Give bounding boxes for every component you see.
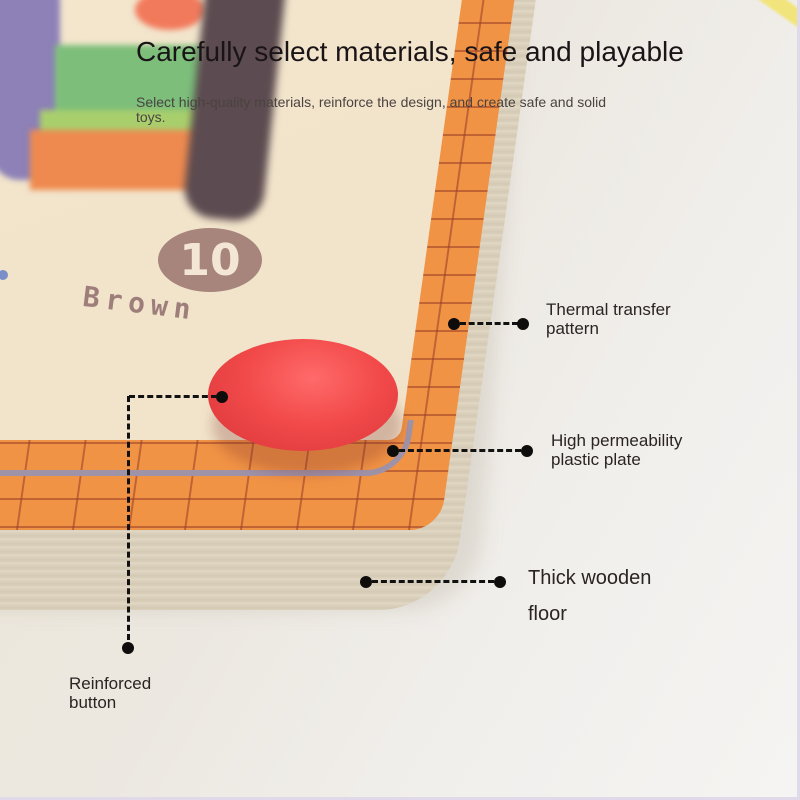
- number-badge: 10: [158, 228, 262, 292]
- callout-label: Thermal transfer pattern: [546, 300, 671, 338]
- brick-ground-graphic: [30, 130, 200, 190]
- callout-label-line1: Reinforced: [69, 674, 152, 693]
- callout-dashed-line-horizontal: [129, 395, 217, 398]
- callout-dashed-line: [460, 322, 518, 325]
- callout-label-line2: button: [69, 693, 117, 712]
- callout-label-line1: Thick wooden: [528, 567, 652, 589]
- callout-dashed-line: [399, 449, 521, 452]
- frame-edge-bottom: [0, 797, 800, 800]
- callout-start-dot: [360, 576, 372, 588]
- callout-dashed-line: [372, 580, 494, 583]
- blue-marker: [0, 270, 8, 280]
- yellow-streak: [708, 0, 800, 45]
- callout-label: High permeability plastic plate: [551, 431, 682, 469]
- callout-label: Thick wooden floor: [528, 560, 651, 632]
- callout-label-line1: High permeability: [551, 431, 683, 450]
- subheadline: Select high-quality materials, reinforce…: [136, 94, 607, 125]
- red-reinforced-button: [208, 339, 398, 451]
- callout-end-dot: [494, 576, 506, 588]
- callout-end-dot: [122, 642, 134, 654]
- callout-label-line2: floor: [528, 603, 567, 625]
- frame-edge-right: [797, 0, 800, 800]
- callout-label: Reinforced button: [69, 674, 151, 712]
- callout-label-line1: Thermal transfer: [546, 300, 671, 319]
- callout-dashed-line-vertical: [127, 396, 130, 640]
- callout-label-line2: plastic plate: [551, 450, 641, 469]
- callout-label-line2: pattern: [546, 319, 599, 338]
- headline: Carefully select materials, safe and pla…: [136, 36, 684, 67]
- callout-end-dot: [517, 318, 529, 330]
- callout-end-dot: [521, 445, 533, 457]
- callout-start-dot: [448, 318, 460, 330]
- callout-start-dot: [387, 445, 399, 457]
- callout-start-dot: [216, 391, 228, 403]
